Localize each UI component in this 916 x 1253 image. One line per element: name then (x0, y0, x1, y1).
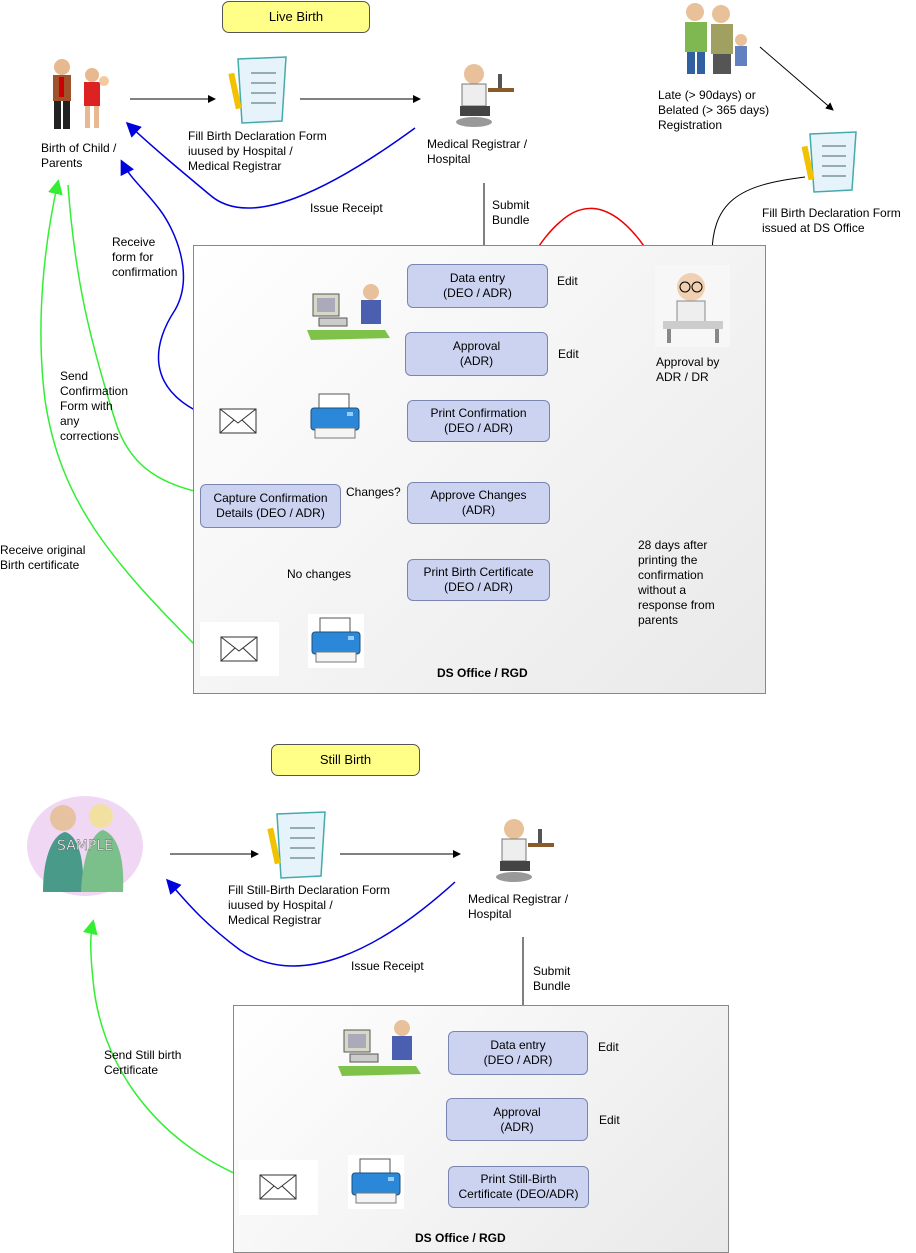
approval-box[interactable]: Approval (ADR) (405, 332, 548, 376)
edit-label-1: Edit (557, 274, 578, 288)
blue-issue-receipt (125, 121, 416, 209)
computer-operator-icon (305, 280, 390, 342)
still-birth-parents-icon: SAMPLE (25, 792, 145, 900)
late-registration-label: Late (> 90days) or Belated (> 365 days) … (658, 88, 770, 132)
approver-icon (655, 265, 730, 347)
receive-form-label: Receive form for confirmation (112, 235, 178, 279)
ds-form-label: Fill Birth Declaration Form issued at DS… (762, 206, 901, 235)
parents-family-icon (40, 55, 115, 135)
print-confirmation-box[interactable]: Print Confirmation (DEO / ADR) (407, 400, 550, 442)
family-group-icon (667, 0, 762, 80)
still-computer-operator-icon (336, 1016, 421, 1078)
ds-declaration-form-icon (800, 130, 865, 195)
receive-original-label: Receive original Birth certificate (0, 543, 86, 572)
still-ds-office-label: DS Office / RGD (415, 1231, 506, 1245)
still-data-entry-box[interactable]: Data entry (DEO / ADR) (448, 1031, 588, 1075)
green-receive-original (40, 179, 201, 651)
envelope-icon (219, 408, 257, 434)
still-printer-icon (348, 1155, 404, 1209)
green-still-send-certificate (82, 919, 251, 1181)
still-medical-registrar-icon (480, 815, 560, 885)
still-birth-title: Still Birth (271, 744, 420, 776)
still-issue-receipt-label: Issue Receipt (351, 959, 424, 973)
still-edit-label-2: Edit (599, 1113, 620, 1127)
edit-label-2: Edit (558, 347, 579, 361)
capture-confirmation-box[interactable]: Capture Confirmation Details (DEO / ADR) (200, 484, 341, 528)
still-print-certificate-box[interactable]: Print Still-Birth Certificate (DEO/ADR) (448, 1166, 589, 1208)
live-ds-office-label: DS Office / RGD (437, 666, 528, 680)
still-registrar-label: Medical Registrar / Hospital (468, 892, 569, 921)
submit-bundle-label: Submit Bundle (492, 198, 530, 227)
no-changes-label: No changes (287, 567, 352, 581)
envelope-icon-2 (200, 622, 279, 676)
arrow-late-to-form (759, 46, 834, 111)
blue-receive-form (120, 159, 213, 419)
medical-registrar-icon (440, 60, 520, 130)
still-envelope-icon (239, 1160, 318, 1215)
print-birth-certificate-box[interactable]: Print Birth Certificate (DEO / ADR) (407, 559, 550, 601)
days-note-label: 28 days after printing the confirmation … (638, 538, 715, 627)
approve-changes-box[interactable]: Approve Changes (ADR) (407, 482, 550, 524)
declaration-form-icon (226, 55, 296, 125)
still-edit-label-1: Edit (598, 1040, 619, 1054)
data-entry-box[interactable]: Data entry (DEO / ADR) (407, 264, 548, 308)
printer-icon-2 (308, 614, 364, 668)
issue-receipt-label: Issue Receipt (310, 201, 383, 215)
registrar-label: Medical Registrar / Hospital (427, 137, 528, 166)
still-approval-box[interactable]: Approval (ADR) (446, 1098, 588, 1141)
arrow-dsform-to-approval (707, 176, 806, 263)
changes-question-label: Changes? (346, 485, 401, 499)
still-submit-bundle-label: Submit Bundle (533, 964, 571, 993)
sample-watermark: SAMPLE (57, 838, 113, 854)
blue-still-issue-receipt (165, 878, 456, 967)
green-send-confirmation (67, 184, 210, 499)
send-confirmation-label: Send Confirmation Form with any correcti… (60, 369, 129, 443)
approval-by-label: Approval by ADR / DR (656, 355, 720, 384)
declaration-form-label: Fill Birth Declaration Form iuused by Ho… (188, 129, 327, 173)
still-declaration-form-icon (265, 810, 335, 880)
still-form-label: Fill Still-Birth Declaration Form iuused… (228, 883, 391, 927)
printer-icon (307, 392, 363, 442)
send-still-certificate-label: Send Still birth Certificate (104, 1048, 182, 1077)
live-birth-title: Live Birth (222, 1, 370, 33)
parents-label: Birth of Child / Parents (41, 141, 117, 170)
